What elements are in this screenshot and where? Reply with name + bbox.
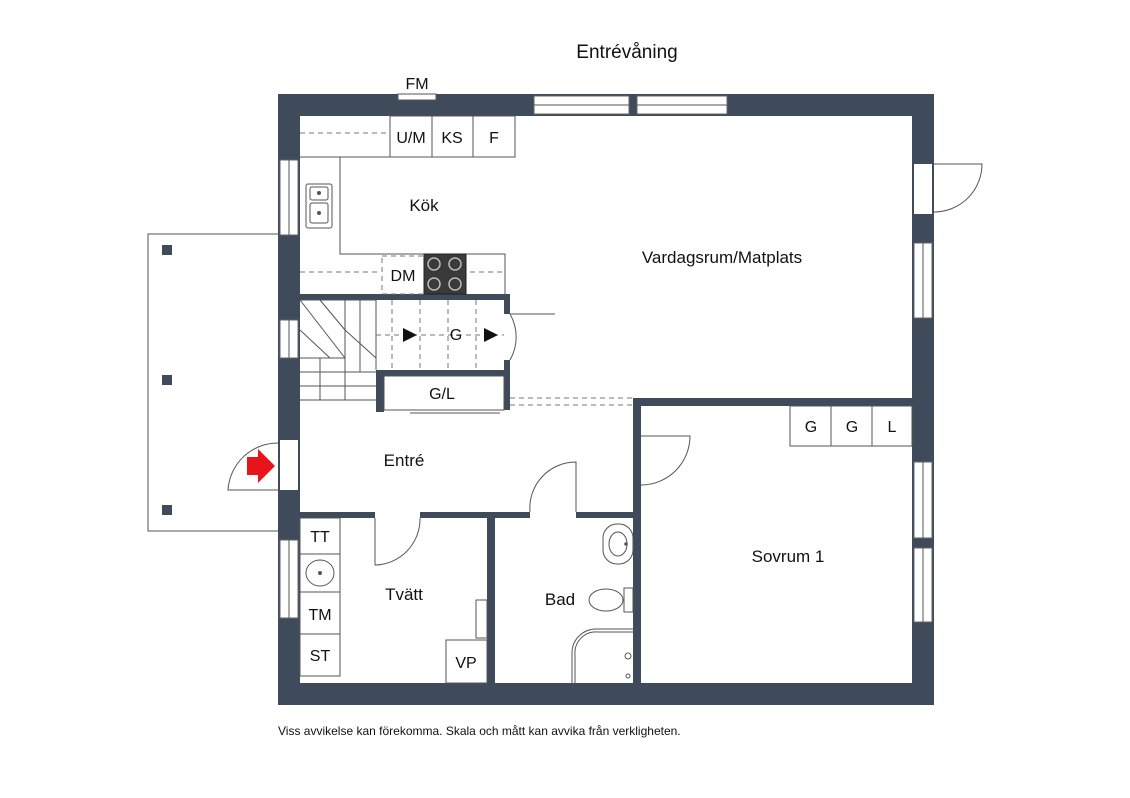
tm-label: TM [308,607,331,624]
room-label-living: Vardagsrum/Matplats [642,248,802,267]
shower-icon [571,628,633,683]
tt-label: TT [310,529,330,546]
sink-icon [305,183,333,229]
bath-door [529,461,577,513]
laundry-radiator [475,599,488,639]
washbasin-icon [305,559,335,587]
windows [279,95,933,623]
room-label-bath: Bad [545,590,575,609]
stair-arrow-icon-2 [484,328,498,342]
bedroom-wardrobes [789,405,913,447]
stove-icon [423,253,467,295]
vp-box [445,639,488,684]
stair-arrow-icon [403,328,417,342]
porch [147,233,278,532]
main-door-opening [280,440,298,490]
stair-door [509,313,517,361]
vp-label: VP [455,655,476,672]
plan-title: Entrévåning [576,42,677,63]
f-label: F [489,130,499,147]
living-room-door [933,163,983,213]
ks-label: KS [441,130,462,147]
gl-closet [383,375,505,411]
l-label: L [888,419,897,436]
washbasin-icon-bath [602,523,634,565]
disclaimer: Viss avvikelse kan förekomma. Skala och … [278,724,681,738]
entry-arrow-icon [247,449,275,483]
room-label-laundry: Tvätt [385,585,423,604]
fm-box [397,93,437,101]
fm-label: FM [405,76,428,93]
gl-label: G/L [429,386,455,403]
laundry-door [374,517,421,566]
toilet-icon [588,587,634,613]
dm-box [381,255,425,295]
kitchen-counter-island [339,157,506,294]
interior-walls [300,294,912,683]
st-label: ST [310,648,331,665]
dm-label: DM [391,268,416,285]
g1-label: G [805,419,817,436]
room-label-kitchen: Kök [409,196,439,215]
g2-label: G [846,419,858,436]
um-label: U/M [396,130,425,147]
kitchen-cabinets-top [389,115,516,158]
room-label-bedroom: Sovrum 1 [752,547,825,566]
staircase [299,299,504,401]
stair-g-label: G [450,327,462,344]
main-door [227,442,279,491]
room-label-entry: Entré [384,451,425,470]
living-room-door-opening [914,164,932,214]
bedroom-door [640,435,691,486]
